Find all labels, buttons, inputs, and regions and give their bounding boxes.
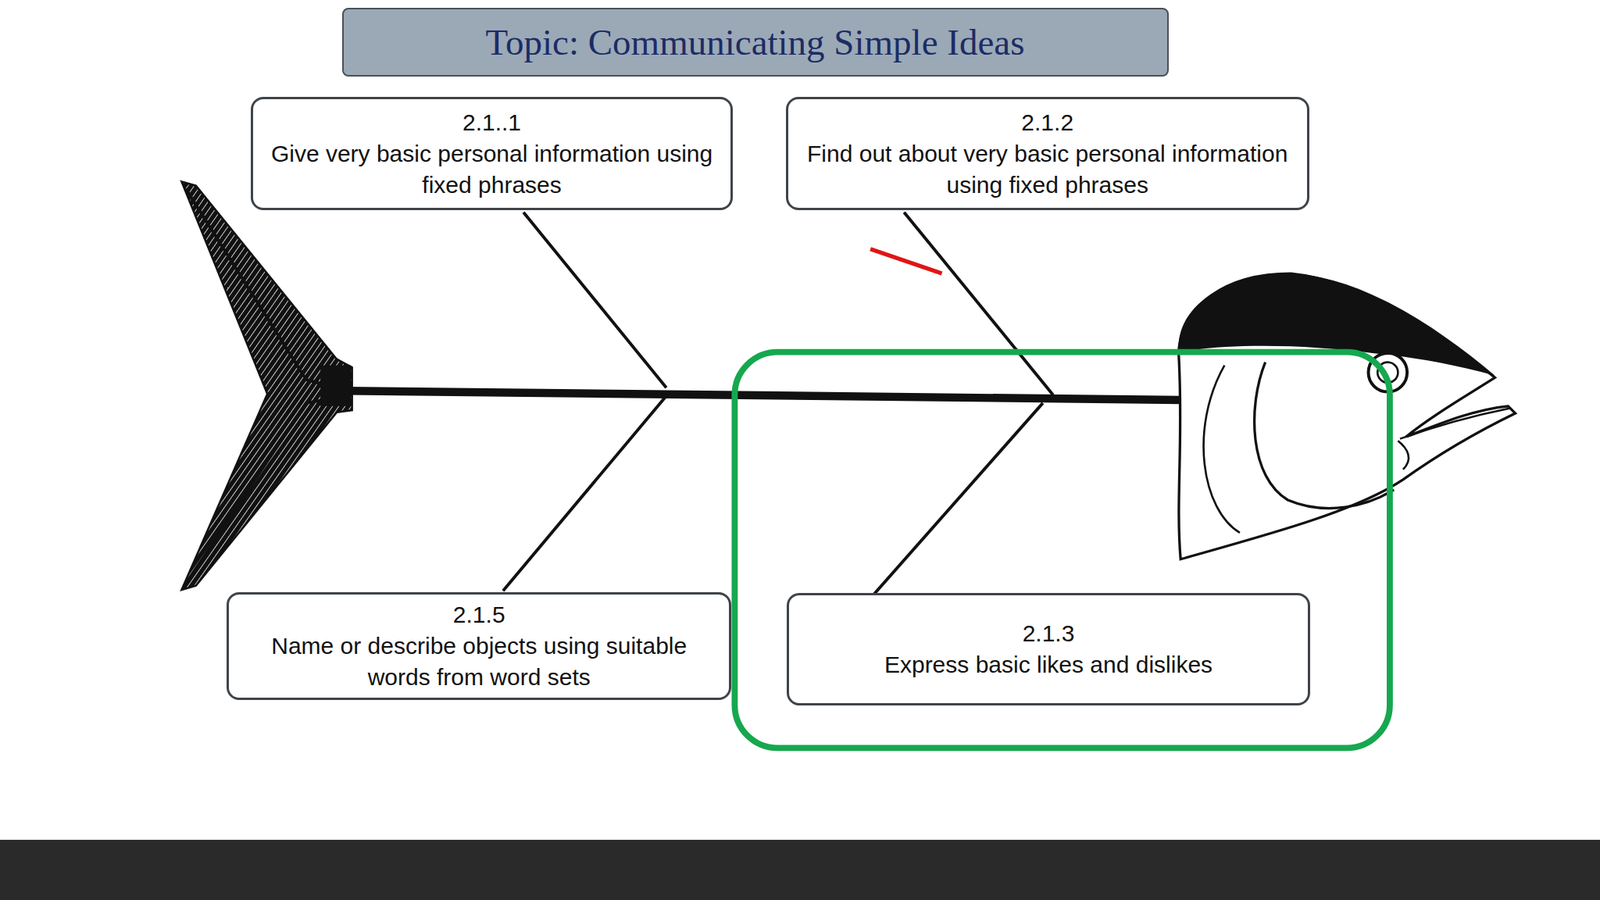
outcome-box: 2.1.2Find out about very basic personal … (785, 96, 1310, 211)
tail-fin (181, 181, 352, 590)
outcome-text: Express basic likes and dislikes (884, 649, 1213, 681)
outcome-text: Find out about very basic personal infor… (803, 138, 1292, 201)
outcome-box: 2.1.5Name or describe objects using suit… (226, 592, 733, 700)
fish-spine (346, 390, 1182, 400)
outcome-code: 2.1.2 (1021, 107, 1074, 139)
outcome-code: 2.1..1 (462, 107, 522, 139)
outcome-text: Name or describe objects using suitable … (244, 630, 715, 693)
fish-head (1178, 273, 1516, 560)
outcome-code: 2.1.3 (1022, 617, 1075, 650)
fish-bone (903, 212, 1054, 396)
outcome-code: 2.1.5 (453, 599, 506, 631)
title: Topic: Communicating Simple Ideas (342, 7, 1169, 77)
highlight-frame (734, 352, 1390, 749)
gill-line (1203, 365, 1240, 533)
outcome-box: 2.1..1Give very basic personal informati… (250, 96, 733, 211)
tail-joint (320, 365, 351, 407)
fish-bone (872, 403, 1043, 597)
red-mark (870, 249, 942, 274)
mouth-line (1397, 407, 1511, 469)
head-cap (1178, 273, 1495, 376)
outcome-box: 2.1.3Express basic likes and dislikes (786, 592, 1311, 706)
fish-bone (523, 212, 667, 389)
fish-bone (503, 396, 667, 591)
footer-bar (0, 839, 1600, 900)
outcome-text: Give very basic personal information usi… (268, 138, 715, 201)
